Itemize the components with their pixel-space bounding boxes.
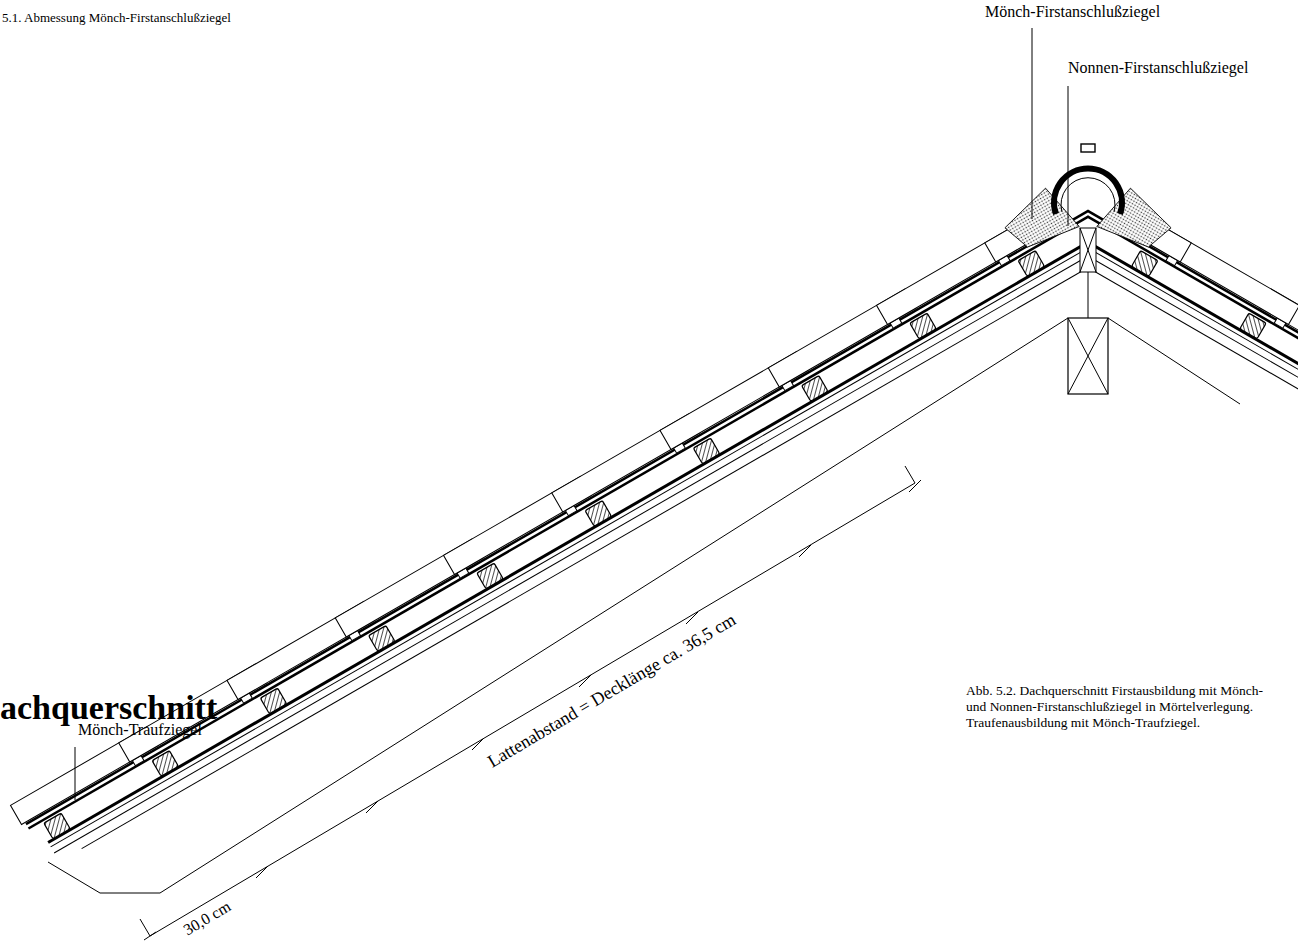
part-label: Nonnen-Firstanschlußziegel: [1068, 58, 1248, 77]
ridge-construction: [1068, 228, 1108, 394]
dimension-label: Lattenabstand = Decklänge ca. 36,5 cm: [484, 609, 740, 772]
part-label: Mönch-Firstanschlußziegel: [985, 2, 1160, 21]
nonnen-tile-layer: [26, 176, 1088, 824]
roof-slope: [2, 141, 1088, 869]
figure-reference: 5.1. Abmessung Mönch-Firstanschlußziegel: [2, 10, 231, 26]
dimension-label: 30,0 cm: [180, 897, 234, 940]
mortar-bed: [998, 183, 1079, 259]
ridge-tile: [1054, 144, 1122, 214]
underlay: [48, 200, 1088, 843]
moench-tiles: [11, 213, 1051, 830]
leader-lines: [75, 28, 1068, 800]
part-label: Mönch-Traufziegel: [78, 720, 202, 739]
figure-caption: Abb. 5.2. Dachquerschnitt Firstausbildun…: [966, 683, 1266, 732]
rafter-underside: [1108, 318, 1240, 404]
rafter-underside: [48, 318, 1068, 893]
nonnen-tile-layer: [28, 181, 1088, 829]
dimension-line: [140, 466, 921, 940]
battens: [44, 251, 1045, 839]
rafter-line: [82, 219, 1088, 849]
